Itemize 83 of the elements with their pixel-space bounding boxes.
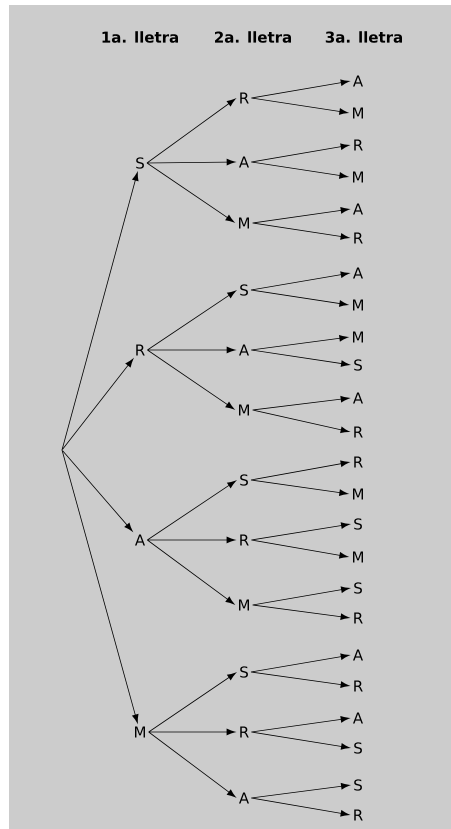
- arrow: [62, 358, 134, 450]
- tree-letter: S: [354, 359, 362, 371]
- arrow: [252, 396, 350, 410]
- arrow: [62, 450, 138, 724]
- arrow: [62, 450, 133, 532]
- tree-letter: S: [240, 284, 248, 296]
- arrow: [250, 335, 348, 350]
- arrow: [250, 798, 350, 817]
- column-heading: 2a. lletra: [215, 31, 291, 43]
- arrow: [148, 672, 236, 732]
- arrow: [148, 732, 236, 798]
- tree-letter: R: [354, 140, 363, 150]
- tree-letter: A: [352, 76, 363, 86]
- arrow: [252, 604, 350, 620]
- tree-letter: S: [354, 779, 362, 791]
- tree-letter: R: [354, 680, 363, 692]
- arrow: [146, 536, 236, 544]
- arrow: [251, 716, 350, 732]
- tree-letter: R: [354, 426, 363, 438]
- column-heading: 3a. lletra: [326, 31, 402, 43]
- arrow: [147, 290, 236, 350]
- arrow: [251, 79, 350, 98]
- arrow: [147, 346, 236, 354]
- column-heading: 1a. lletra: [102, 31, 178, 43]
- arrow: [250, 143, 350, 162]
- arrow: [252, 207, 350, 224]
- tree-letter: S: [354, 518, 362, 530]
- arrow: [251, 540, 348, 559]
- arrow: [250, 653, 350, 672]
- tree-letter: R: [240, 726, 249, 738]
- arrow: [250, 290, 348, 307]
- arrow: [250, 460, 350, 480]
- tree-letter: A: [134, 534, 145, 546]
- arrow: [146, 98, 236, 164]
- tree-letter: M: [353, 332, 363, 342]
- tree-letter: A: [238, 792, 249, 804]
- tree-letter: M: [353, 172, 363, 182]
- tree-letter: M: [239, 404, 249, 416]
- tree-letter: M: [239, 600, 249, 610]
- tree-letter: S: [354, 742, 362, 754]
- arrow: [252, 586, 350, 606]
- arrow: [146, 540, 234, 604]
- arrow: [148, 728, 236, 736]
- tree-letter: M: [353, 300, 363, 310]
- tree-letter: S: [354, 582, 362, 594]
- tree-letter: A: [238, 344, 249, 356]
- arrow: [250, 672, 350, 688]
- tree-letter: A: [352, 650, 363, 660]
- arrow: [251, 522, 350, 540]
- arrow: [251, 732, 350, 750]
- tree-letter: R: [136, 344, 145, 356]
- tree-letter: M: [353, 488, 363, 500]
- arrow: [146, 158, 236, 166]
- arrow: [250, 350, 350, 367]
- tree-letter: R: [354, 612, 363, 624]
- tree-letter: A: [352, 712, 363, 724]
- tree-letter: S: [136, 157, 144, 169]
- tree-letter: A: [352, 392, 363, 404]
- arrow: [250, 480, 348, 496]
- tree-letter: R: [354, 232, 363, 244]
- tree-letter: M: [353, 108, 363, 118]
- arrow: [250, 271, 350, 290]
- tree-letter: R: [354, 456, 363, 468]
- arrow: [62, 172, 138, 450]
- tree-letter: A: [352, 268, 363, 278]
- tree-letter: R: [354, 810, 363, 820]
- tree-letter: S: [240, 474, 248, 486]
- tree-letter: R: [240, 92, 249, 104]
- arrow: [252, 410, 350, 434]
- arrow: [251, 98, 348, 115]
- tree-letter: M: [135, 726, 145, 738]
- tree-letter: S: [240, 666, 248, 678]
- arrow: [147, 350, 234, 410]
- arrow: [250, 162, 348, 179]
- tree-letter: M: [239, 218, 249, 228]
- arrow: [250, 783, 350, 798]
- tree-letter: A: [352, 204, 363, 214]
- tree-letter: R: [240, 534, 249, 546]
- tree-letter: A: [238, 156, 249, 168]
- tree-letter: M: [353, 552, 363, 562]
- arrow: [146, 162, 234, 222]
- arrow: [252, 222, 350, 240]
- arrow: [146, 480, 236, 540]
